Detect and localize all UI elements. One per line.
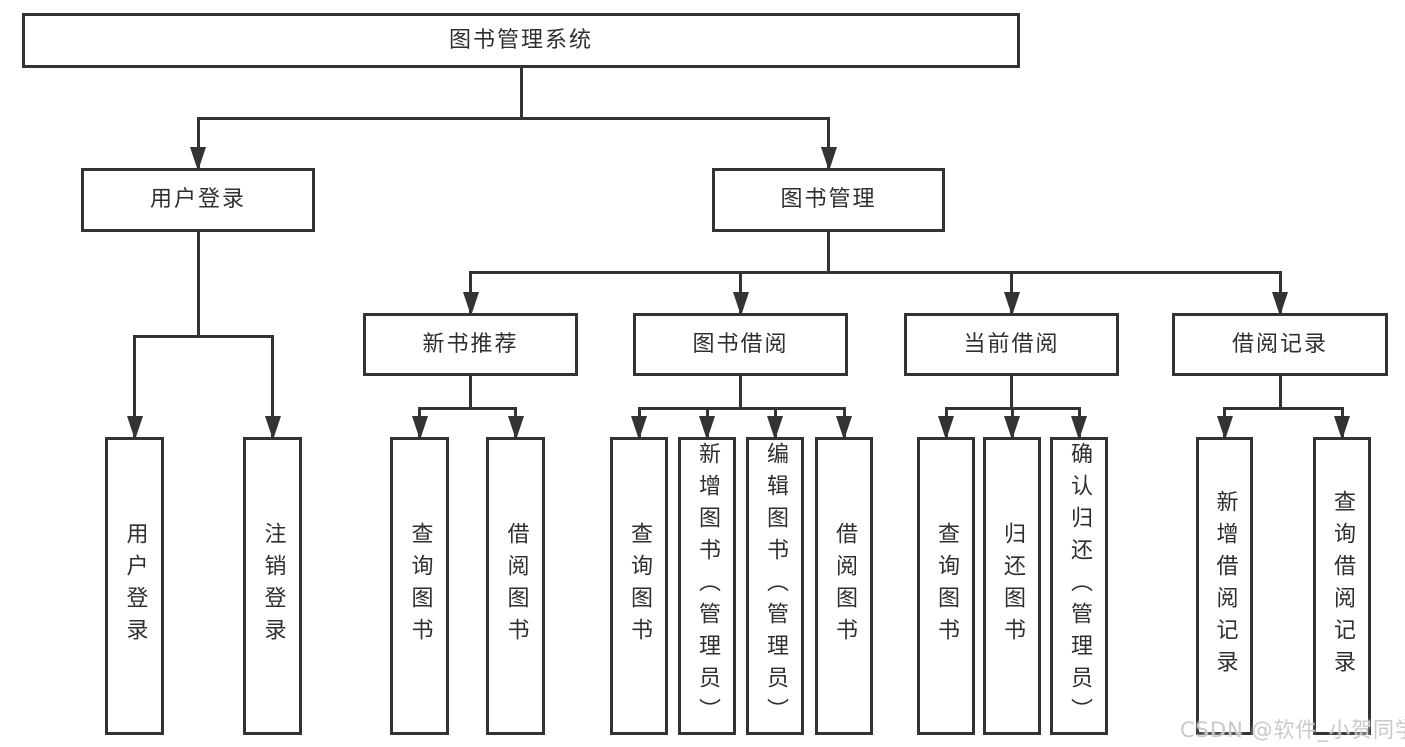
node-current-borrow: 当前借阅 <box>904 313 1119 376</box>
edge-book-mgmt-new-book-arrow-down-icon <box>462 292 479 316</box>
node-bb-edit: 编辑图书（管理员） <box>746 437 804 735</box>
node-user-login: 用户登录 <box>81 168 315 232</box>
node-label-book-mgmt: 图书管理 <box>780 187 877 212</box>
node-login-action: 用户登录 <box>105 437 164 735</box>
node-bb-borrow: 借阅图书 <box>815 437 873 735</box>
edge-book-borrow-bb-add-arrow-down-icon <box>699 416 715 440</box>
edge-book-mgmt-current-borrow-arrow-down-icon <box>1003 292 1020 316</box>
edge-borrow-record-bar <box>1223 406 1344 410</box>
node-label-logout-action: 注销登录 <box>260 522 286 650</box>
edge-new-book-stem <box>469 376 472 408</box>
edge-user-login-logout-action-drop <box>271 336 274 437</box>
node-root: 图书管理系统 <box>22 13 1020 68</box>
edge-current-borrow-stem <box>1010 376 1013 408</box>
node-label-bb-query: 查询图书 <box>627 522 652 650</box>
node-cb-confirm: 确认归还（管理员） <box>1050 437 1108 735</box>
node-nb-borrow: 借阅图书 <box>486 437 545 735</box>
node-book-mgmt: 图书管理 <box>712 168 945 232</box>
node-label-nb-query: 查询图书 <box>407 522 433 650</box>
edge-book-mgmt-bar <box>469 270 1282 274</box>
node-label-br-query: 查询借阅记录 <box>1330 490 1355 682</box>
edge-book-borrow-stem <box>739 376 742 408</box>
node-nb-query: 查询图书 <box>390 437 449 735</box>
node-label-cb-return: 归还图书 <box>1000 522 1025 650</box>
node-label-br-add: 新增借阅记录 <box>1212 490 1238 682</box>
node-cb-query: 查询图书 <box>917 437 975 735</box>
node-label-nb-borrow: 借阅图书 <box>503 522 529 650</box>
node-label-cb-query: 查询图书 <box>934 522 959 650</box>
node-label-root: 图书管理系统 <box>448 27 593 53</box>
node-borrow-record: 借阅记录 <box>1172 313 1388 376</box>
node-new-book: 新书推荐 <box>363 313 578 376</box>
node-label-bb-edit: 编辑图书（管理员） <box>763 442 788 730</box>
edge-root-stem <box>519 68 523 118</box>
edge-book-borrow-bb-edit-arrow-down-icon <box>767 416 783 440</box>
node-label-cb-confirm: 确认归还（管理员） <box>1067 442 1092 730</box>
node-label-login-action: 用户登录 <box>122 522 148 650</box>
node-label-book-borrow: 图书借阅 <box>692 331 789 357</box>
node-label-bb-add: 新增图书（管理员） <box>695 442 720 730</box>
edge-book-mgmt-borrow-record-arrow-down-icon <box>1272 292 1288 316</box>
node-logout-action: 注销登录 <box>243 437 302 735</box>
edge-book-mgmt-stem <box>827 232 830 272</box>
edge-current-borrow-cb-confirm-arrow-down-icon <box>1071 416 1087 440</box>
edge-root-book-mgmt-arrow-down-icon <box>820 147 837 171</box>
node-label-bb-borrow: 借阅图书 <box>832 522 857 650</box>
edge-user-login-logout-action-arrow-down-icon <box>264 416 281 440</box>
edge-new-book-bar <box>418 406 517 410</box>
edge-borrow-record-br-query-arrow-down-icon <box>1334 416 1350 440</box>
node-bb-add: 新增图书（管理员） <box>678 437 736 735</box>
edge-user-login-bar <box>133 334 274 338</box>
edge-root-user-login-drop <box>196 118 200 168</box>
node-book-borrow: 图书借阅 <box>633 313 848 376</box>
node-br-query: 查询借阅记录 <box>1313 437 1371 735</box>
edge-borrow-record-stem <box>1278 376 1282 408</box>
edge-borrow-record-br-add-arrow-down-icon <box>1216 416 1233 440</box>
watermark: CSDN @软件_小贺同学 <box>1180 718 1405 742</box>
edge-new-book-nb-borrow-arrow-down-icon <box>507 416 524 440</box>
node-label-borrow-record: 借阅记录 <box>1231 331 1328 357</box>
node-label-new-book: 新书推荐 <box>422 331 519 357</box>
edge-book-borrow-bar <box>637 406 846 410</box>
edge-current-borrow-cb-query-arrow-down-icon <box>938 416 954 440</box>
edge-current-borrow-cb-return-arrow-down-icon <box>1004 416 1020 440</box>
edge-user-login-login-action-drop <box>133 336 136 437</box>
edge-root-book-mgmt-drop <box>827 118 830 168</box>
node-label-current-borrow: 当前借阅 <box>963 331 1060 357</box>
node-cb-return: 归还图书 <box>983 437 1041 735</box>
edge-book-borrow-bb-borrow-arrow-down-icon <box>836 416 852 440</box>
node-br-add: 新增借阅记录 <box>1196 437 1253 735</box>
node-bb-query: 查询图书 <box>610 437 668 735</box>
edge-root-bar <box>196 116 830 120</box>
edge-new-book-nb-query-arrow-down-icon <box>411 416 428 440</box>
edge-book-borrow-bb-query-arrow-down-icon <box>631 416 647 440</box>
node-label-user-login: 用户登录 <box>149 187 246 212</box>
edge-book-mgmt-book-borrow-arrow-down-icon <box>732 292 749 316</box>
edge-user-login-login-action-arrow-down-icon <box>126 416 143 440</box>
edge-user-login-stem <box>196 232 200 336</box>
edge-root-user-login-arrow-down-icon <box>190 147 206 171</box>
